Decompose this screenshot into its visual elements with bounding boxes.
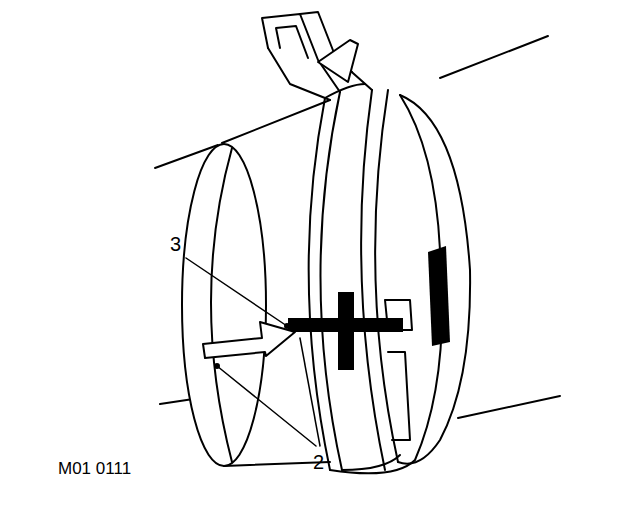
arrow-symbol (203, 322, 295, 358)
clamp-band (342, 455, 400, 470)
alignment-mark (338, 292, 354, 370)
callout-number: 2 (313, 452, 324, 472)
leader-dot (285, 324, 289, 328)
clamp-ear (262, 14, 340, 92)
pipe-edge (440, 36, 548, 78)
clamp-slot (388, 352, 410, 440)
clamp-ear (300, 12, 372, 90)
clamp-band (330, 95, 442, 473)
figure-code: M01 0111 (58, 460, 131, 477)
sleeve-edge (222, 100, 330, 143)
clamp-band (325, 84, 365, 98)
pipe-edge (458, 396, 560, 418)
leader-line (217, 366, 316, 446)
clamp-ear (268, 48, 330, 100)
leader-line (186, 258, 287, 326)
clamp-band (375, 90, 398, 462)
clamp-band (309, 98, 330, 470)
clamp-tab (318, 40, 358, 82)
alignment-mark (428, 246, 450, 346)
clamp-ear (276, 26, 308, 58)
clamp-band (320, 92, 342, 470)
sleeve-inner (211, 148, 232, 462)
callout-number: 3 (170, 234, 181, 254)
leader-line (300, 338, 320, 446)
sleeve-face (182, 144, 266, 466)
leader-dot (215, 364, 219, 368)
